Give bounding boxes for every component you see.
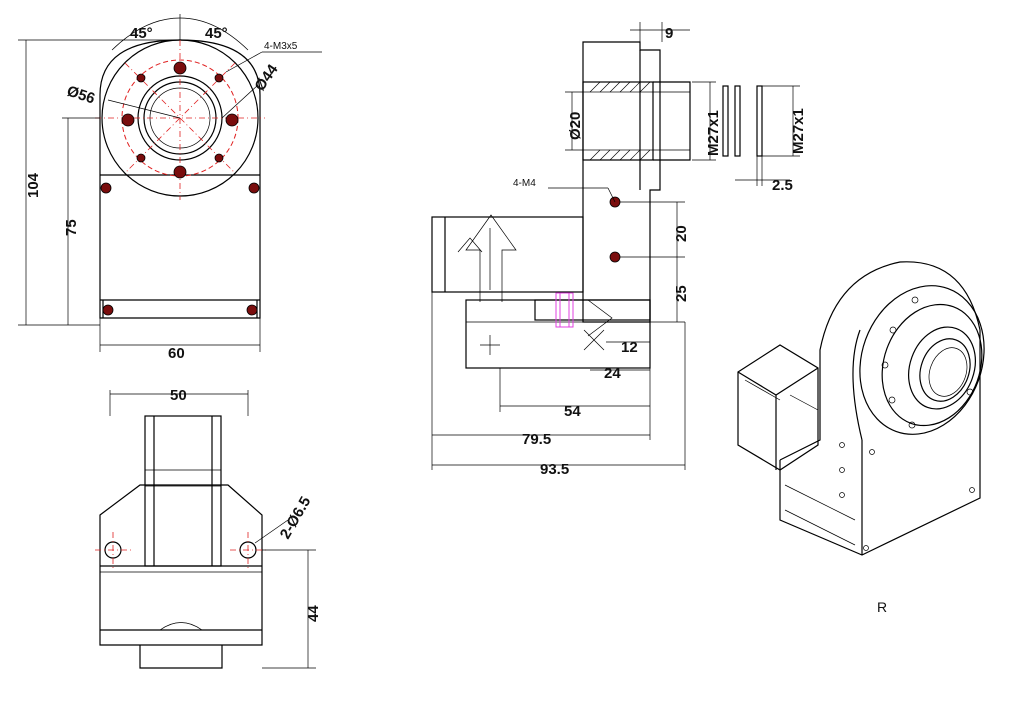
top-offset-dim: 9	[665, 25, 673, 42]
thread-label-1: M27x1	[705, 110, 722, 156]
hole-height-dim: 25	[673, 285, 690, 302]
dim-93-5: 93.5	[540, 461, 569, 478]
mounting-hole	[173, 165, 187, 179]
hole-callout: 4-M3x5	[264, 41, 298, 52]
top-hole-callout: 2-Ø6.5	[277, 494, 315, 542]
mounting-hole	[121, 113, 135, 127]
hole-pitch-dim: 20	[673, 225, 690, 242]
height-total-dim: 104	[25, 172, 42, 198]
dim-24: 24	[604, 365, 621, 382]
top-view: 50 2-Ø6.5 44	[95, 387, 322, 669]
side-view: 9 Ø20	[431, 22, 691, 478]
bore-diameter: Ø20	[567, 112, 584, 140]
angle-right-label: 45°	[205, 25, 228, 42]
top-height-dim: 44	[305, 605, 322, 622]
flange-diameter: Ø44	[251, 61, 282, 95]
height-axis-dim: 75	[63, 219, 80, 236]
top-width-dim: 50	[170, 387, 187, 404]
mounting-hole	[225, 113, 239, 127]
dim-12: 12	[621, 339, 638, 356]
nut-thickness: 2.5	[772, 177, 793, 194]
nut-detail: M27x1 M27x1 2.5	[692, 81, 807, 194]
front-view: 45° 45° 4-M3x5 Ø56 Ø44 104 75 60	[18, 14, 322, 362]
dim-54: 54	[564, 403, 581, 420]
side-hole-callout: 4-M4	[513, 178, 536, 189]
width-dim: 60	[168, 345, 185, 362]
iso-mark: R	[877, 599, 887, 615]
bolt-circle-diameter: Ø56	[65, 83, 97, 108]
mounting-hole	[173, 61, 187, 75]
isometric-view: R	[737, 261, 985, 615]
dim-79-5: 79.5	[522, 431, 551, 448]
thread-label-2: M27x1	[790, 108, 807, 154]
angle-left-label: 45°	[130, 25, 153, 42]
